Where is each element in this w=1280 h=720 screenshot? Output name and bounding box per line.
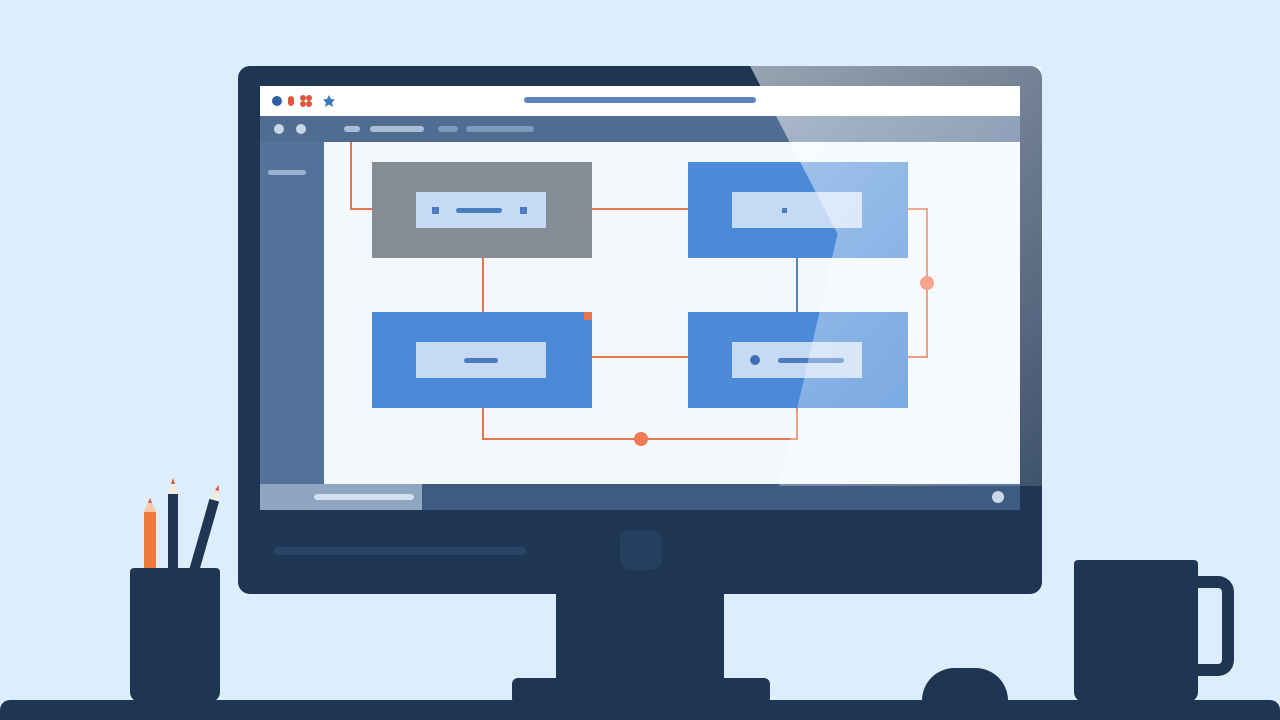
red-dot-icon[interactable] bbox=[288, 96, 294, 106]
connector-port[interactable] bbox=[634, 432, 648, 446]
connector-line bbox=[482, 258, 484, 312]
diagram-node[interactable] bbox=[372, 162, 592, 258]
monitor-screen bbox=[260, 86, 1020, 510]
status-text-placeholder bbox=[314, 494, 414, 500]
connector-line bbox=[796, 258, 798, 312]
address-bar[interactable] bbox=[524, 97, 756, 103]
diagram-node[interactable] bbox=[372, 312, 592, 408]
forward-button[interactable] bbox=[296, 124, 306, 134]
connector-line bbox=[796, 406, 798, 440]
connector-line bbox=[906, 356, 928, 358]
status-indicator-icon[interactable] bbox=[992, 491, 1004, 503]
connector-line bbox=[906, 208, 928, 210]
connector-line bbox=[592, 208, 688, 210]
connector-line bbox=[350, 208, 374, 210]
back-button[interactable] bbox=[274, 124, 284, 134]
pencil-cup bbox=[130, 568, 220, 702]
diagram-node[interactable] bbox=[688, 162, 908, 258]
node-label-box bbox=[732, 192, 862, 228]
tab-icon[interactable] bbox=[344, 126, 360, 132]
diagram-canvas bbox=[324, 142, 1020, 484]
status-bar bbox=[260, 484, 1020, 510]
monitor-power-button[interactable] bbox=[620, 530, 662, 570]
status-tab[interactable] bbox=[260, 484, 422, 510]
red-flower-icon[interactable] bbox=[298, 94, 314, 108]
browser-titlebar bbox=[260, 86, 1020, 117]
mug-handle bbox=[1196, 576, 1234, 676]
tab-2-icon[interactable] bbox=[438, 126, 458, 132]
desk-surface bbox=[0, 700, 1280, 720]
blue-dot-icon[interactable] bbox=[272, 96, 282, 106]
browser-toolbar bbox=[260, 116, 1020, 142]
connector-line bbox=[592, 356, 688, 358]
monitor-base bbox=[512, 678, 770, 704]
blue-star-icon[interactable] bbox=[322, 94, 336, 108]
connector-port[interactable] bbox=[920, 276, 934, 290]
monitor-stand bbox=[556, 594, 724, 680]
node-corner-marker bbox=[584, 312, 592, 320]
coffee-mug bbox=[1074, 560, 1198, 702]
connector-line bbox=[482, 406, 484, 438]
tab-1[interactable] bbox=[370, 126, 424, 132]
diagram-node[interactable] bbox=[688, 312, 908, 408]
node-label-box bbox=[732, 342, 862, 378]
node-label-box bbox=[416, 192, 546, 228]
pencils bbox=[140, 476, 230, 576]
node-label-box bbox=[416, 342, 546, 378]
monitor-chin-bar bbox=[274, 547, 526, 555]
sidebar bbox=[260, 142, 324, 484]
sidebar-item[interactable] bbox=[268, 170, 306, 175]
connector-line bbox=[350, 142, 352, 210]
tab-2[interactable] bbox=[466, 126, 534, 132]
